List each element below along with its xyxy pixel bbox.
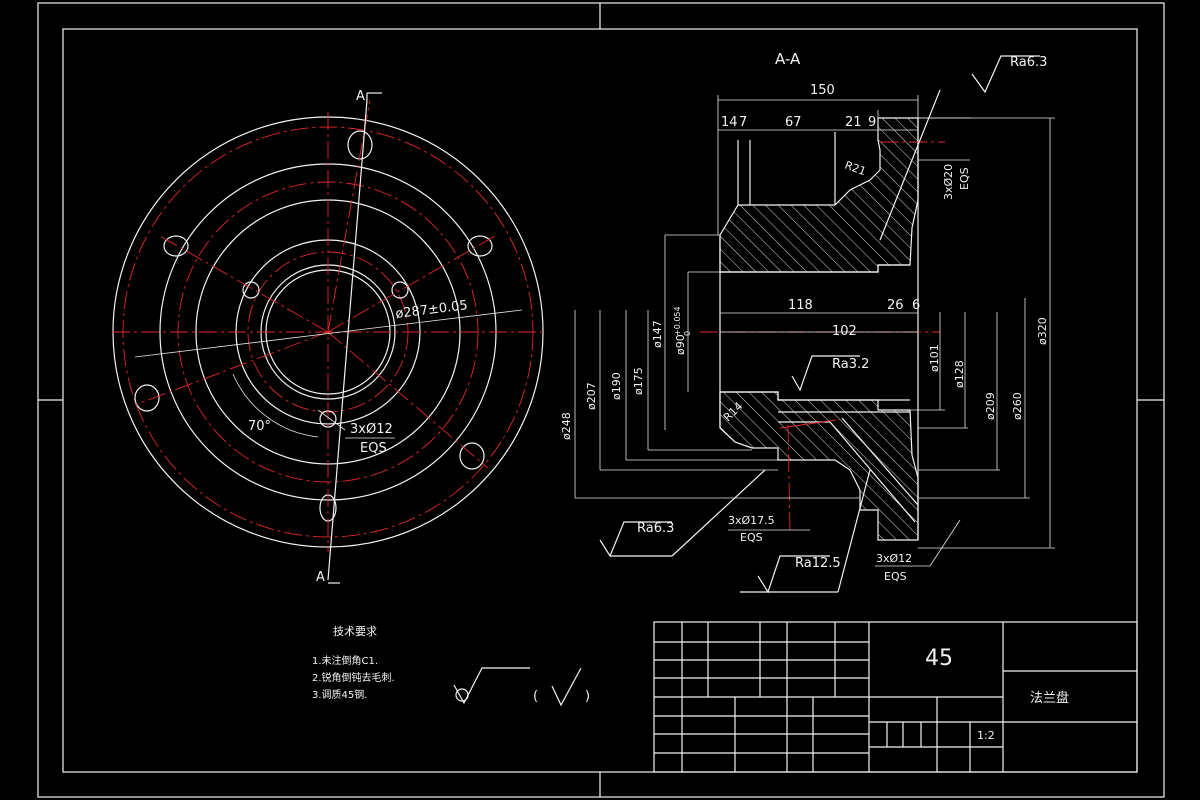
svg-text:): ) — [585, 689, 590, 704]
scale-label: 1:2 — [977, 729, 995, 742]
sheet-frame — [37, 2, 1165, 798]
dim-26: 26 — [887, 298, 904, 313]
diam-101: ø101 — [928, 344, 941, 372]
part-name: 法兰盘 — [1030, 690, 1069, 706]
section-title: A-A — [775, 50, 801, 68]
roughness-top: Ra6.3 — [1010, 55, 1047, 70]
bore-diameter: ø90 — [674, 334, 687, 355]
note-3: 3.调质45钢. — [312, 688, 367, 701]
note-2: 2.锐角倒钝去毛刺. — [312, 671, 395, 684]
dim-overall-length: 150 — [810, 83, 835, 98]
holes-callout: 3xØ12 — [350, 422, 393, 437]
section-marker-bottom: A — [316, 570, 325, 585]
holes-12-eqs: EQS — [884, 570, 907, 583]
dim-14: 14 — [721, 115, 738, 130]
diam-209: ø209 — [984, 392, 997, 420]
roughness-bottom-mid: Ra12.5 — [795, 556, 841, 571]
roughness-bottom-left: Ra6.3 — [637, 521, 674, 536]
svg-text:(: ( — [533, 689, 538, 704]
note-1: 1.未注倒角C1. — [312, 654, 378, 667]
pcd-dimension: ø287±0.05 — [395, 298, 469, 322]
holes-175-callout: 3xØ17.5 — [728, 514, 775, 527]
diam-248: ø248 — [560, 412, 573, 440]
diam-207: ø207 — [585, 382, 598, 410]
dim-6: 6 — [912, 298, 920, 313]
bore-tol-lower: 0 — [683, 331, 692, 336]
dim-118: 118 — [788, 298, 813, 313]
section-view: A-A 150 14 7 67 21 9 R21 — [560, 50, 1055, 594]
front-view: A A ø287±0.05 70° 3xØ12 EQS — [112, 89, 545, 585]
roughness-mid: Ra3.2 — [832, 357, 869, 372]
technical-notes: 技术要求 1.未注倒角C1. 2.锐角倒钝去毛刺. 3.调质45钢. ( ) — [312, 625, 590, 707]
dim-7: 7 — [739, 115, 747, 130]
diam-175: ø175 — [632, 367, 645, 395]
holes-12-callout: 3xØ12 — [876, 552, 912, 565]
diam-320: ø320 — [1036, 317, 1049, 345]
diam-147: ø147 — [651, 320, 664, 348]
title-block: 45 法兰盘 1:2 — [653, 621, 1138, 773]
dim-21: 21 — [845, 115, 862, 130]
section-marker-top: A — [356, 89, 365, 104]
material-label: 45 — [925, 646, 953, 671]
holes-top-callout: 3xØ20 — [942, 164, 955, 200]
bore-tol-upper: +0.054 — [673, 306, 682, 336]
dim-102: 102 — [832, 324, 857, 339]
holes-175-eqs: EQS — [740, 531, 763, 544]
dim-67: 67 — [785, 115, 802, 130]
holes-top-eqs: EQS — [958, 167, 971, 190]
dim-9: 9 — [868, 115, 876, 130]
angle-dimension: 70° — [248, 419, 271, 434]
diam-128: ø128 — [953, 360, 966, 388]
holes-eqs: EQS — [360, 441, 387, 456]
radius-r21: R21 — [843, 159, 868, 179]
general-roughness-symbol: ( ) — [453, 667, 590, 707]
notes-title: 技术要求 — [333, 625, 377, 638]
diam-260: ø260 — [1011, 392, 1024, 420]
diam-190: ø190 — [610, 372, 623, 400]
